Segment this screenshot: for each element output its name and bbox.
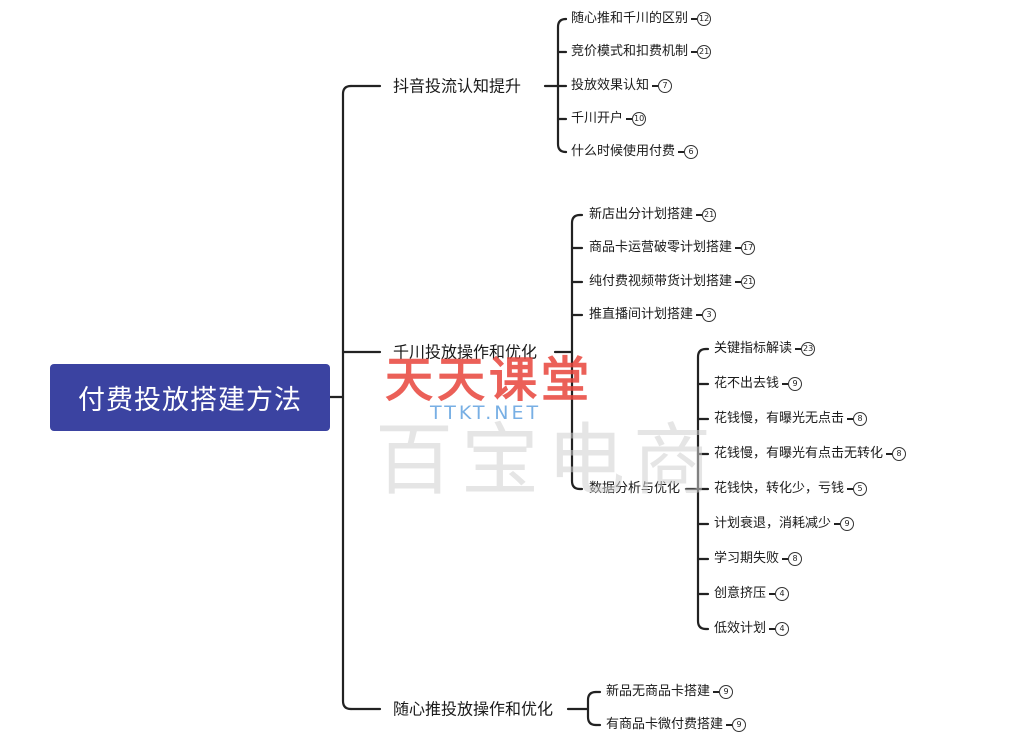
count-badge: 9 <box>732 718 747 732</box>
count-badge: 21 <box>702 208 717 222</box>
count-badge: 9 <box>840 517 855 531</box>
count-badge: 21 <box>741 275 756 289</box>
count-badge: 17 <box>741 241 756 255</box>
count-badge: 9 <box>719 685 734 699</box>
count-badge: 21 <box>697 45 712 59</box>
count-badge: 8 <box>788 552 803 566</box>
count-badge: 6 <box>684 145 699 159</box>
count-badge: 4 <box>775 622 790 636</box>
root-node[interactable]: 付费投放搭建方法 <box>50 364 330 431</box>
count-badge: 4 <box>775 587 790 601</box>
branch-label: 千川投放操作和优化 <box>393 342 538 362</box>
count-badge: 5 <box>853 482 868 496</box>
branch-label: 抖音投流认知提升 <box>393 76 522 96</box>
count-badge: 8 <box>892 447 907 461</box>
branch-label: 随心推投放操作和优化 <box>393 699 554 719</box>
count-badge: 7 <box>658 79 673 93</box>
count-badge: 23 <box>801 342 816 356</box>
count-badge: 12 <box>697 12 712 26</box>
count-badge: 9 <box>788 377 803 391</box>
count-badge: 8 <box>853 412 868 426</box>
branch-node-douyin-cognition[interactable]: 抖音投流认知提升 <box>393 76 521 97</box>
trunk-spine <box>341 84 353 711</box>
root-label: 付费投放搭建方法 <box>78 385 302 416</box>
branch-node-suixintui-ops[interactable]: 随心推投放操作和优化 <box>393 699 553 720</box>
leaf-node-data-analysis[interactable]: 数据分析与优化 <box>589 481 681 496</box>
count-badge: 10 <box>632 112 647 126</box>
branch3-spine <box>586 690 598 727</box>
count-badge: 3 <box>702 308 717 322</box>
branch-node-qianchuan-ops[interactable]: 千川投放操作和优化 <box>393 342 537 363</box>
branch2-spine <box>570 213 582 491</box>
